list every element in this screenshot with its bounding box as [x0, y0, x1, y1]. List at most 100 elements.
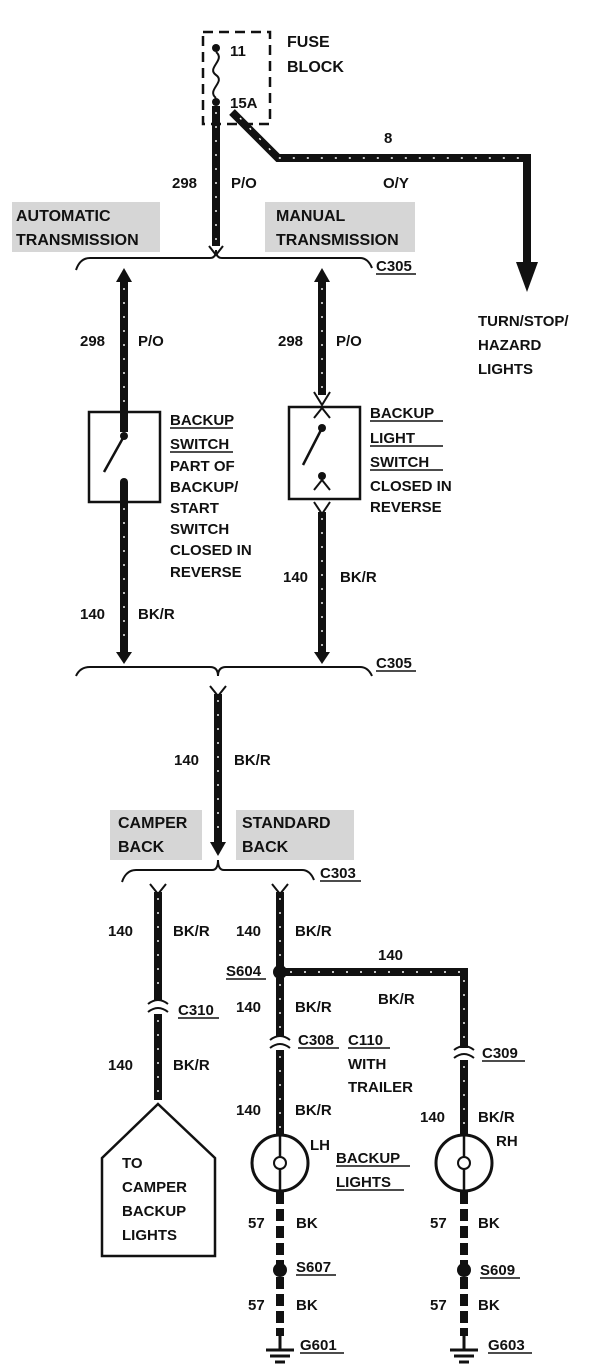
wire-140-manual: 140 BK/R [283, 501, 377, 664]
wire-140-automatic: 140 BK/R [80, 502, 175, 664]
backup-switch-note-1: PART OF [170, 458, 235, 475]
auto-140-color: BK/R [138, 606, 175, 623]
backup-switch-title-1: BACKUP [170, 412, 234, 429]
wire-298-color: P/O [231, 175, 257, 192]
rh-label: RH [496, 1133, 518, 1150]
wire-140-camper: 140 BK/R C310 140 BK/R [108, 883, 219, 1100]
backup-switch-note-2: BACKUP/ [170, 479, 239, 496]
auto-140-number: 140 [80, 606, 105, 623]
standard-140-number: 140 [236, 923, 261, 940]
c309-label: C309 [482, 1045, 518, 1062]
wire-140-center: 140 BK/R [174, 685, 271, 856]
backup-light-switch: BACKUP LIGHT SWITCH CLOSED IN REVERSE [287, 405, 452, 516]
wire-8-number: 8 [384, 130, 392, 147]
camper-box-4: LIGHTS [122, 1227, 177, 1244]
rh-57-color-2: BK [478, 1297, 500, 1314]
c310-label: C310 [178, 1002, 214, 1019]
rh-140-color: BK/R [478, 1109, 515, 1126]
fuse-block-title-2: BLOCK [287, 59, 344, 76]
automatic-label-2: TRANSMISSION [16, 232, 139, 249]
manual-140-color: BK/R [340, 569, 377, 586]
wire-298-top: 298 P/O [172, 106, 257, 257]
standard-label-2: BACK [242, 839, 289, 856]
wire-57-rh: 57 BK S609 57 BK [430, 1192, 520, 1336]
manual-label-1: MANUAL [276, 208, 346, 225]
lh-backup-lamp: LH [250, 1133, 330, 1193]
lh-140-number-2: 140 [236, 1102, 261, 1119]
manual-label-2: TRANSMISSION [276, 232, 399, 249]
c110-label: C110 [348, 1032, 383, 1049]
fuse-rating: 15A [230, 95, 258, 112]
backup-light-switch-title-2: LIGHT [370, 430, 415, 447]
wire-140-rh-feed: 140 BK/R [280, 947, 468, 1048]
rh-feed-140-color: BK/R [378, 991, 415, 1008]
wire-298-number: 298 [172, 175, 197, 192]
ground-g603: G603 [450, 1336, 532, 1364]
lh-label: LH [310, 1137, 330, 1154]
camper-140-number: 140 [108, 923, 133, 940]
rh-57-number-2: 57 [430, 1297, 447, 1314]
backup-light-switch-note-1: CLOSED IN [370, 478, 452, 495]
wire-140-rh: C309 140 BK/R [420, 1045, 525, 1136]
ground-g601: G601 [266, 1336, 344, 1364]
g603-label: G603 [488, 1337, 525, 1354]
connector-c305-lower: C305 [75, 655, 416, 677]
splice-s604: S604 [226, 963, 287, 980]
lh-140-color-2: BK/R [295, 1102, 332, 1119]
wire-140-lh: 140 BK/R C308 140 BK/R [236, 978, 339, 1136]
connector-c305-upper: C305 [75, 249, 416, 275]
backup-switch: BACKUP SWITCH PART OF BACKUP/ START SWIT… [87, 410, 252, 581]
turn-stop-label-2: HAZARD [478, 337, 541, 354]
manual-298-number: 298 [278, 333, 303, 350]
backup-light-switch-title-3: SWITCH [370, 454, 429, 471]
fuse-block-title-1: FUSE [287, 34, 330, 51]
wire-8: 8 O/Y TURN/STOP/ HAZARD LIGHTS [229, 109, 569, 378]
c305-upper-label: C305 [376, 258, 412, 275]
camper-box-2: CAMPER [122, 1179, 187, 1196]
wire-298-automatic: 298 P/O [80, 268, 164, 412]
c303-label: C303 [320, 865, 356, 882]
camper-box-1: TO [122, 1155, 143, 1172]
backup-lights-title-1: BACKUP [336, 1150, 400, 1167]
connector-c303: C303 [121, 859, 361, 883]
turn-stop-label-3: LIGHTS [478, 361, 533, 378]
g601-label: G601 [300, 1337, 337, 1354]
c110-note: C110 WITH TRAILER [348, 1032, 413, 1096]
s609-label: S609 [480, 1262, 515, 1279]
auto-298-color: P/O [138, 333, 164, 350]
s604-label: S604 [226, 963, 262, 980]
camper-140-color-2: BK/R [173, 1057, 210, 1074]
rh-57-color: BK [478, 1215, 500, 1232]
lh-57-color-2: BK [296, 1297, 318, 1314]
rh-140-number: 140 [420, 1109, 445, 1126]
wire-8-color: O/Y [383, 175, 409, 192]
camper-140-color: BK/R [173, 923, 210, 940]
camper-label-1: CAMPER [118, 815, 188, 832]
lh-57-number-2: 57 [248, 1297, 265, 1314]
backup-switch-note-6: REVERSE [170, 564, 242, 581]
backup-light-switch-note-2: REVERSE [370, 499, 442, 516]
auto-298-number: 298 [80, 333, 105, 350]
camper-lights-box: TO CAMPER BACKUP LIGHTS [100, 1102, 217, 1258]
lh-140-color: BK/R [295, 999, 332, 1016]
camper-label-2: BACK [118, 839, 165, 856]
standard-label-1: STANDARD [242, 815, 331, 832]
wire-298-manual: 298 P/O [278, 268, 362, 407]
center-140-number: 140 [174, 752, 199, 769]
c308-label: C308 [298, 1032, 334, 1049]
fuse-block: 11 15A FUSE BLOCK [201, 30, 344, 126]
wire-57-lh: 57 BK S607 57 BK [248, 1192, 336, 1336]
s607-label: S607 [296, 1259, 331, 1276]
backup-switch-title-2: SWITCH [170, 436, 229, 453]
manual-140-number: 140 [283, 569, 308, 586]
rh-backup-lamp: RH [434, 1133, 518, 1193]
c110-note-1: WITH [348, 1056, 386, 1073]
manual-298-color: P/O [336, 333, 362, 350]
camper-140-number-2: 140 [108, 1057, 133, 1074]
backup-switch-note-4: SWITCH [170, 521, 229, 538]
turn-stop-label-1: TURN/STOP/ [478, 313, 569, 330]
backup-lights-title: BACKUP LIGHTS [336, 1150, 410, 1191]
backup-switch-note-5: CLOSED IN [170, 542, 252, 559]
c110-note-2: TRAILER [348, 1079, 413, 1096]
automatic-label-1: AUTOMATIC [16, 208, 111, 225]
